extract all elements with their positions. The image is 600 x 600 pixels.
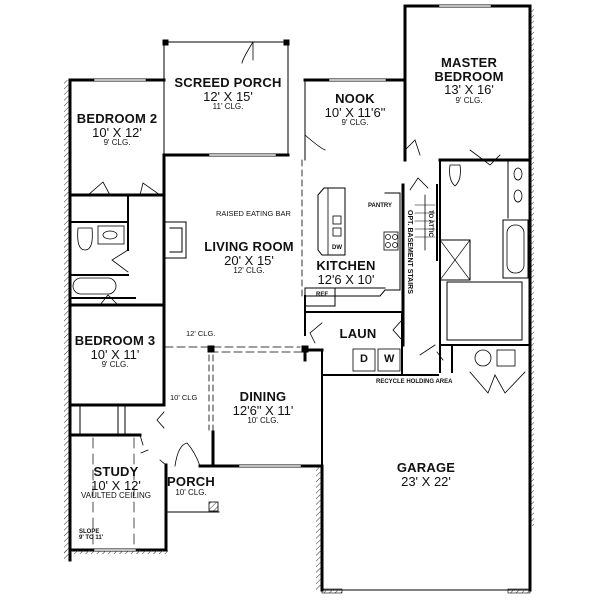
kitchen-label: KITCHEN 12'6 X 10': [316, 258, 376, 287]
basement-stairs-label: OPT. BASEMENT STAIRS: [406, 210, 413, 294]
nook-label: NOOK 10' X 11'6" 9' CLG.: [324, 91, 386, 128]
washer-label: W: [384, 353, 395, 365]
kitchen-island: [317, 187, 346, 256]
porch-walls: [165, 442, 220, 513]
dryer-label: D: [360, 353, 368, 365]
slope-label: SLOPE 9' TO 11': [79, 529, 104, 541]
bedroom-3-walls: [68, 294, 166, 437]
recycle-holding-area-label: RECYCLE HOLDING AREA: [376, 379, 453, 385]
bedroom-3-label: BEDROOM 3 10' X 11' 9' CLG.: [74, 333, 156, 370]
laundry-walls: [303, 311, 526, 394]
hall-ceiling-12-label: 12' CLG.: [186, 329, 216, 338]
hall-ceiling-10-label: 10' CLG: [170, 393, 198, 402]
dining-label: DINING 12'6" X 11' 10' CLG.: [232, 389, 294, 426]
porch-label: PORCH 10' CLG.: [167, 474, 215, 497]
garage-walls: [316, 248, 532, 594]
kitchen-counters: [304, 192, 404, 336]
dishwasher-label: DW: [332, 245, 342, 251]
master-bedroom-walls: [403, 4, 534, 526]
to-attic-label: TO ATTIC: [427, 210, 433, 237]
living-room-label: LIVING ROOM 20' X 15' 12' CLG.: [204, 239, 294, 276]
study-walls: [64, 433, 168, 554]
laundry-label: LAUN: [339, 326, 377, 341]
master-bedroom-label: MASTER BEDROOM 13' X 16' 9' CLG.: [434, 55, 504, 105]
pantry-label: PANTRY: [368, 203, 392, 209]
raised-eating-bar-label: RAISED EATING BAR: [216, 209, 291, 218]
garage-label: GARAGE 23' X 22': [396, 460, 456, 489]
master-bath: [404, 139, 532, 346]
study-label: STUDY 10' X 12' VAULTED CEILING: [81, 464, 151, 501]
refrigerator-label: REF: [316, 292, 328, 298]
screed-porch-walls: [162, 39, 290, 157]
dining-walls: [198, 348, 324, 468]
bedroom-2-label: BEDROOM 2 10' X 12' 9' CLG.: [76, 111, 158, 148]
bath-2-fixtures: [69, 194, 136, 299]
screed-porch-label: SCREED PORCH 12' X 15' 11' CLG.: [174, 75, 282, 112]
